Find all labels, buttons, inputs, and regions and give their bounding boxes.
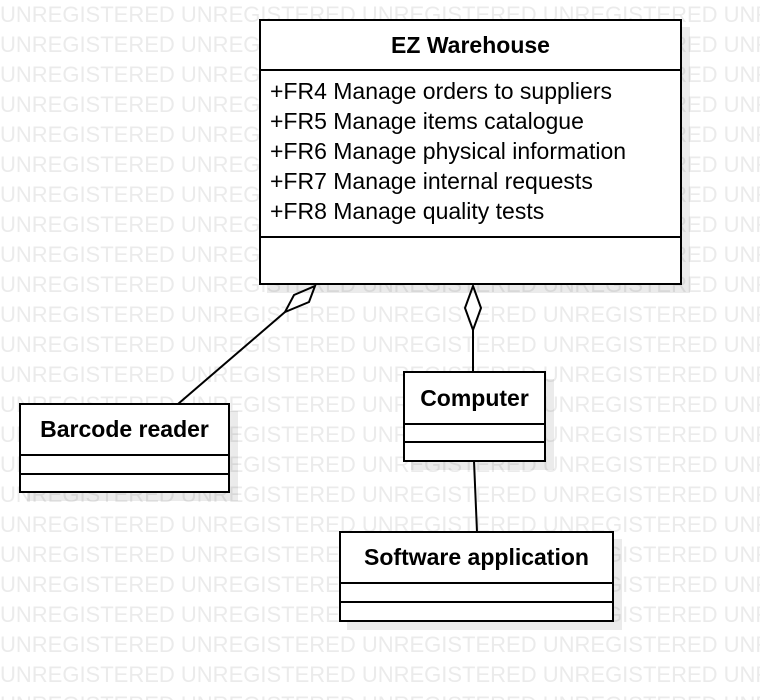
class-barcode-reader[interactable]: Barcode reader — [19, 403, 230, 493]
operation-fr4: +FR4 Manage orders to suppliers — [270, 78, 612, 104]
attributes-compartment — [405, 425, 544, 443]
watermark-row: UNREGISTERED UNREGISTERED UNREGISTERED U… — [0, 302, 760, 327]
operation-fr5: +FR5 Manage items catalogue — [270, 108, 584, 134]
class-name: EZ Warehouse — [261, 21, 680, 71]
barcode-aggregation-line — [177, 311, 286, 405]
watermark-row: UNREGISTERED UNREGISTERED UNREGISTERED U… — [0, 690, 760, 700]
operations-compartment — [405, 443, 544, 460]
attributes-compartment — [21, 456, 228, 475]
barcode-aggregation-diamond — [282, 284, 317, 314]
operations-compartment: +FR4 Manage orders to suppliers +FR5 Man… — [261, 71, 680, 238]
watermark-row: UNREGISTERED UNREGISTERED UNREGISTERED U… — [0, 332, 760, 357]
class-name: Computer — [405, 373, 544, 425]
operation-fr8: +FR8 Manage quality tests — [270, 198, 545, 224]
attributes-compartment — [341, 584, 612, 603]
watermark-row: UNREGISTERED UNREGISTERED UNREGISTERED U… — [0, 632, 760, 657]
class-ez-warehouse[interactable]: EZ Warehouse +FR4 Manage orders to suppl… — [259, 19, 682, 285]
operation-fr6: +FR6 Manage physical information — [270, 138, 627, 164]
class-software-application[interactable]: Software application — [339, 531, 614, 622]
software-association-line — [473, 460, 478, 533]
class-name: Software application — [341, 533, 612, 584]
class-computer[interactable]: Computer — [403, 371, 546, 462]
computer-aggregation-diamond — [463, 283, 483, 333]
watermark-row: UNREGISTERED UNREGISTERED UNREGISTERED U… — [0, 662, 760, 687]
operations-compartment — [341, 603, 612, 620]
empty-compartment — [261, 238, 680, 283]
operation-fr7: +FR7 Manage internal requests — [270, 168, 593, 194]
watermark-row: UNREGISTERED UNREGISTERED UNREGISTERED U… — [0, 362, 760, 387]
operations-compartment — [21, 475, 228, 491]
class-name: Barcode reader — [21, 405, 228, 456]
